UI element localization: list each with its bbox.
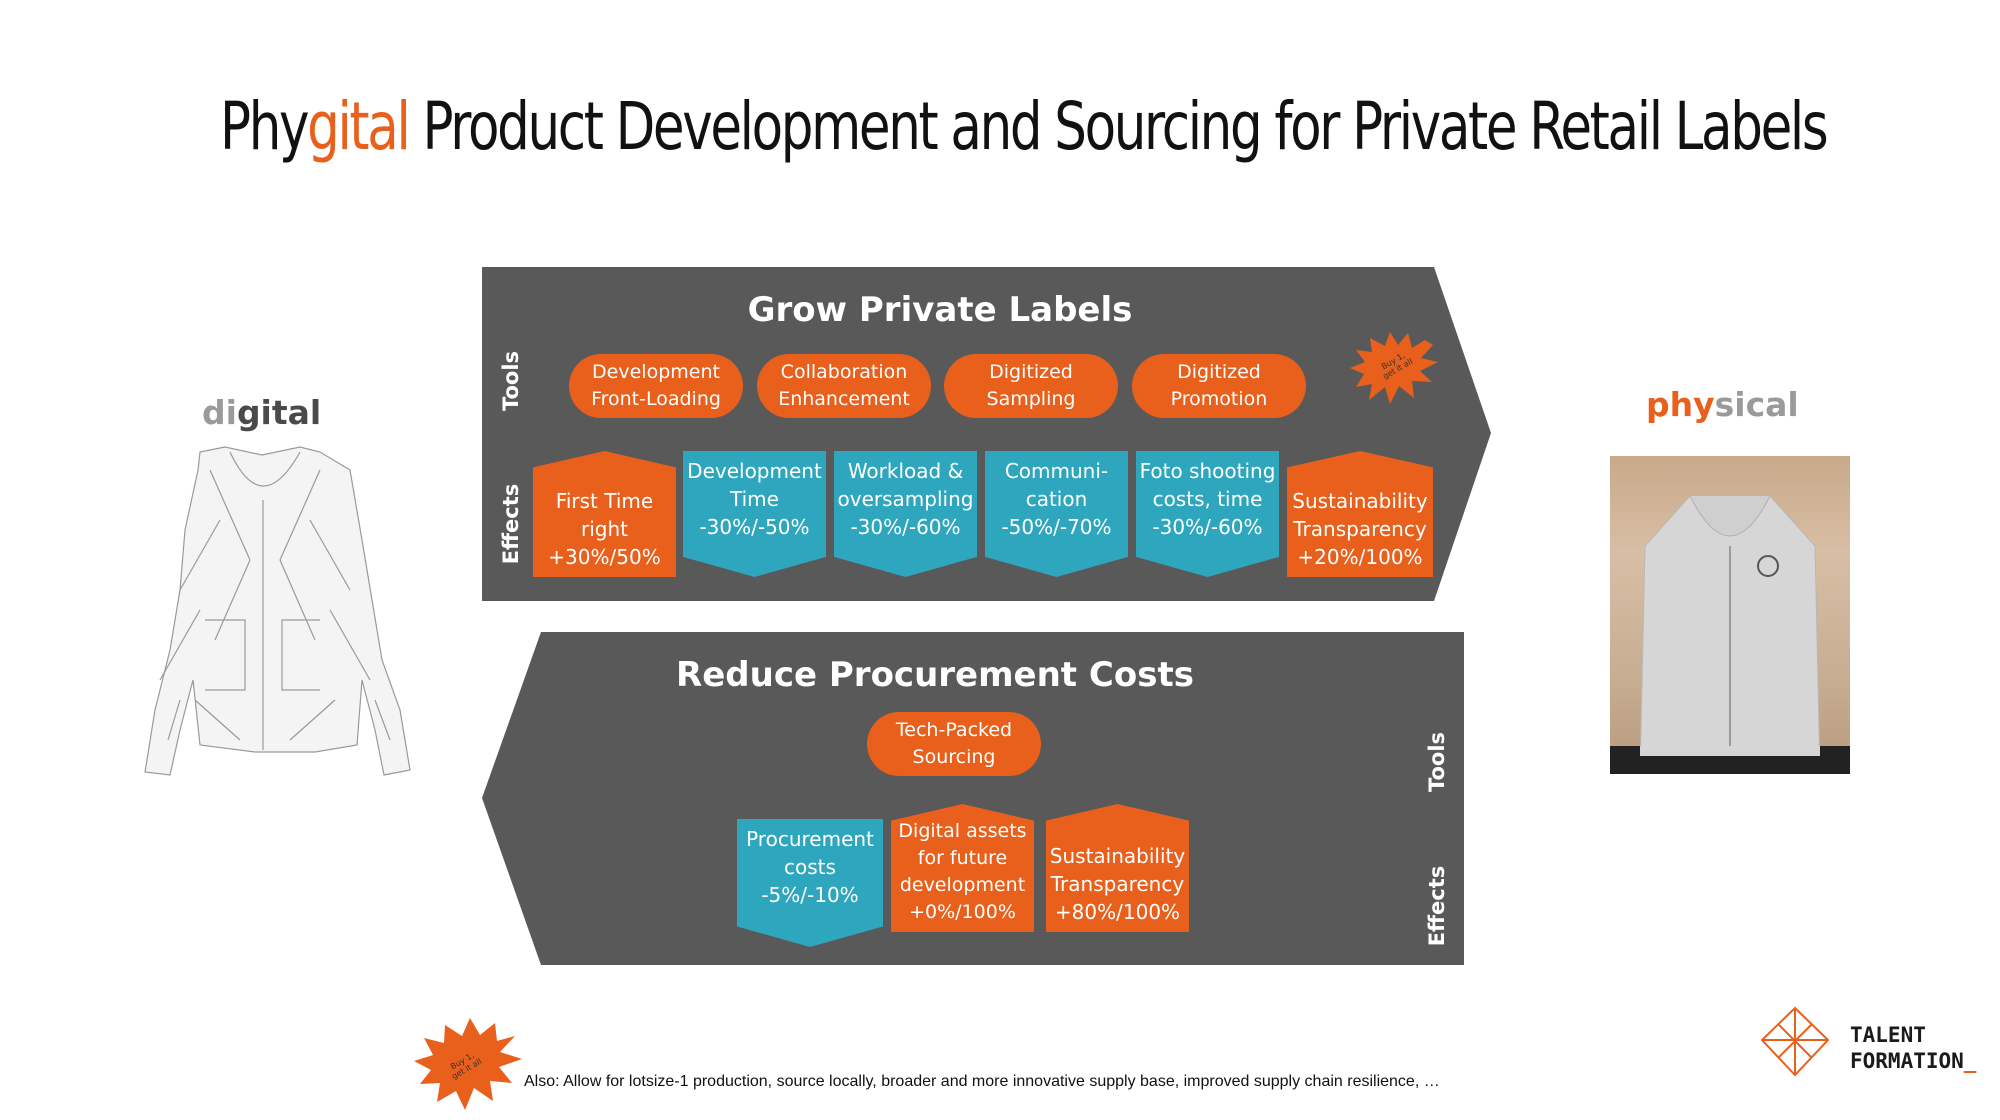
footer-note: Also: Allow for lotsize-1 production, so… <box>524 1073 1440 1090</box>
physical-suffix: sical <box>1714 385 1799 424</box>
physical-prefix: phy <box>1646 385 1715 424</box>
title-accent: gital <box>307 88 411 165</box>
effect-first-time-right: First Time right +30%/50% <box>533 451 676 577</box>
digital-prefix: di <box>202 393 237 432</box>
page-title: Phygital Product Development and Sourcin… <box>220 88 1829 165</box>
effect-workload: Workload & oversampling -30%/-60% <box>834 451 977 577</box>
reduce-tools-label: Tools <box>1425 731 1449 793</box>
title-prefix: Phy <box>220 88 309 165</box>
effect-communication: Communi- cation -50%/-70% <box>985 451 1128 577</box>
physical-label: physical <box>1646 385 1799 424</box>
effect-sustainability-reduce: Sustainability Transparency +80%/100% <box>1046 804 1189 932</box>
grow-tools-label: Tools <box>499 350 523 412</box>
reduce-panel-arrow <box>482 632 1464 965</box>
effect-digital-assets: Digital assets for future development +0… <box>891 804 1034 932</box>
logo-name: TALENT FORMATION <box>1850 1023 1964 1073</box>
tool-pill-collaboration: Collaboration Enhancement <box>757 354 931 418</box>
effect-sustainability-grow: Sustainability Transparency +20%/100% <box>1287 451 1433 577</box>
footer-burst-icon <box>414 1018 522 1110</box>
logo-text: TALENT FORMATION_ <box>1850 1022 1976 1074</box>
grow-panel-title: Grow Private Labels <box>747 290 1133 330</box>
tool-pill-tech-packed: Tech-Packed Sourcing <box>867 712 1041 776</box>
effect-development-time: Development Time -30%/-50% <box>683 451 826 577</box>
reduce-effects-label: Effects <box>1425 865 1449 947</box>
wireframe-jacket-image <box>144 446 411 776</box>
title-rest: Product Development and Sourcing for Pri… <box>408 88 1828 165</box>
hoodie-photo-drawing <box>1610 495 1850 774</box>
grow-effects-label: Effects <box>499 483 523 565</box>
hoodie-photo <box>1610 456 1850 774</box>
burst-icon <box>1350 332 1438 404</box>
effect-procurement-costs: Procurement costs -5%/-10% <box>737 819 883 947</box>
reduce-panel-title: Reduce Procurement Costs <box>676 655 1194 695</box>
logo-icon <box>1760 1006 1830 1077</box>
tool-pill-sampling: Digitized Sampling <box>944 354 1118 418</box>
tool-pill-development: Development Front-Loading <box>569 354 743 418</box>
digital-label: digital <box>202 393 321 432</box>
digital-suffix: gital <box>236 393 322 432</box>
tool-pill-promotion: Digitized Promotion <box>1132 354 1306 418</box>
logo-underscore: _ <box>1963 1049 1977 1073</box>
effect-foto-shooting: Foto shooting costs, time -30%/-60% <box>1136 451 1279 577</box>
